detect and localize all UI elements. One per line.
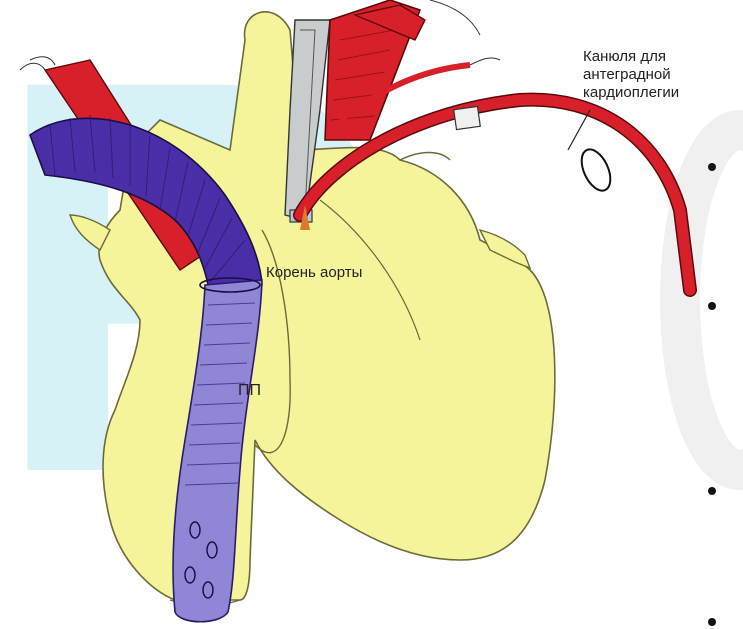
bullet-marker [708, 302, 716, 310]
cannula-label-line-3: кардиоплегии [583, 84, 679, 102]
cannula-label-leader [568, 110, 590, 150]
aortic-root-label: Корень аорты [266, 264, 362, 281]
cannula-label-line-1: Канюля для [583, 48, 679, 66]
bullet-marker [708, 618, 716, 626]
bullet-marker [708, 487, 716, 495]
cardioplegia-cannula-label: Канюля для антеградной кардиоплегии [583, 48, 679, 102]
watermark-circle [680, 130, 743, 470]
right-atrium-label: ПП [238, 382, 261, 399]
cannula-label-line-2: антеградной [583, 66, 679, 84]
bullet-marker [708, 163, 716, 171]
